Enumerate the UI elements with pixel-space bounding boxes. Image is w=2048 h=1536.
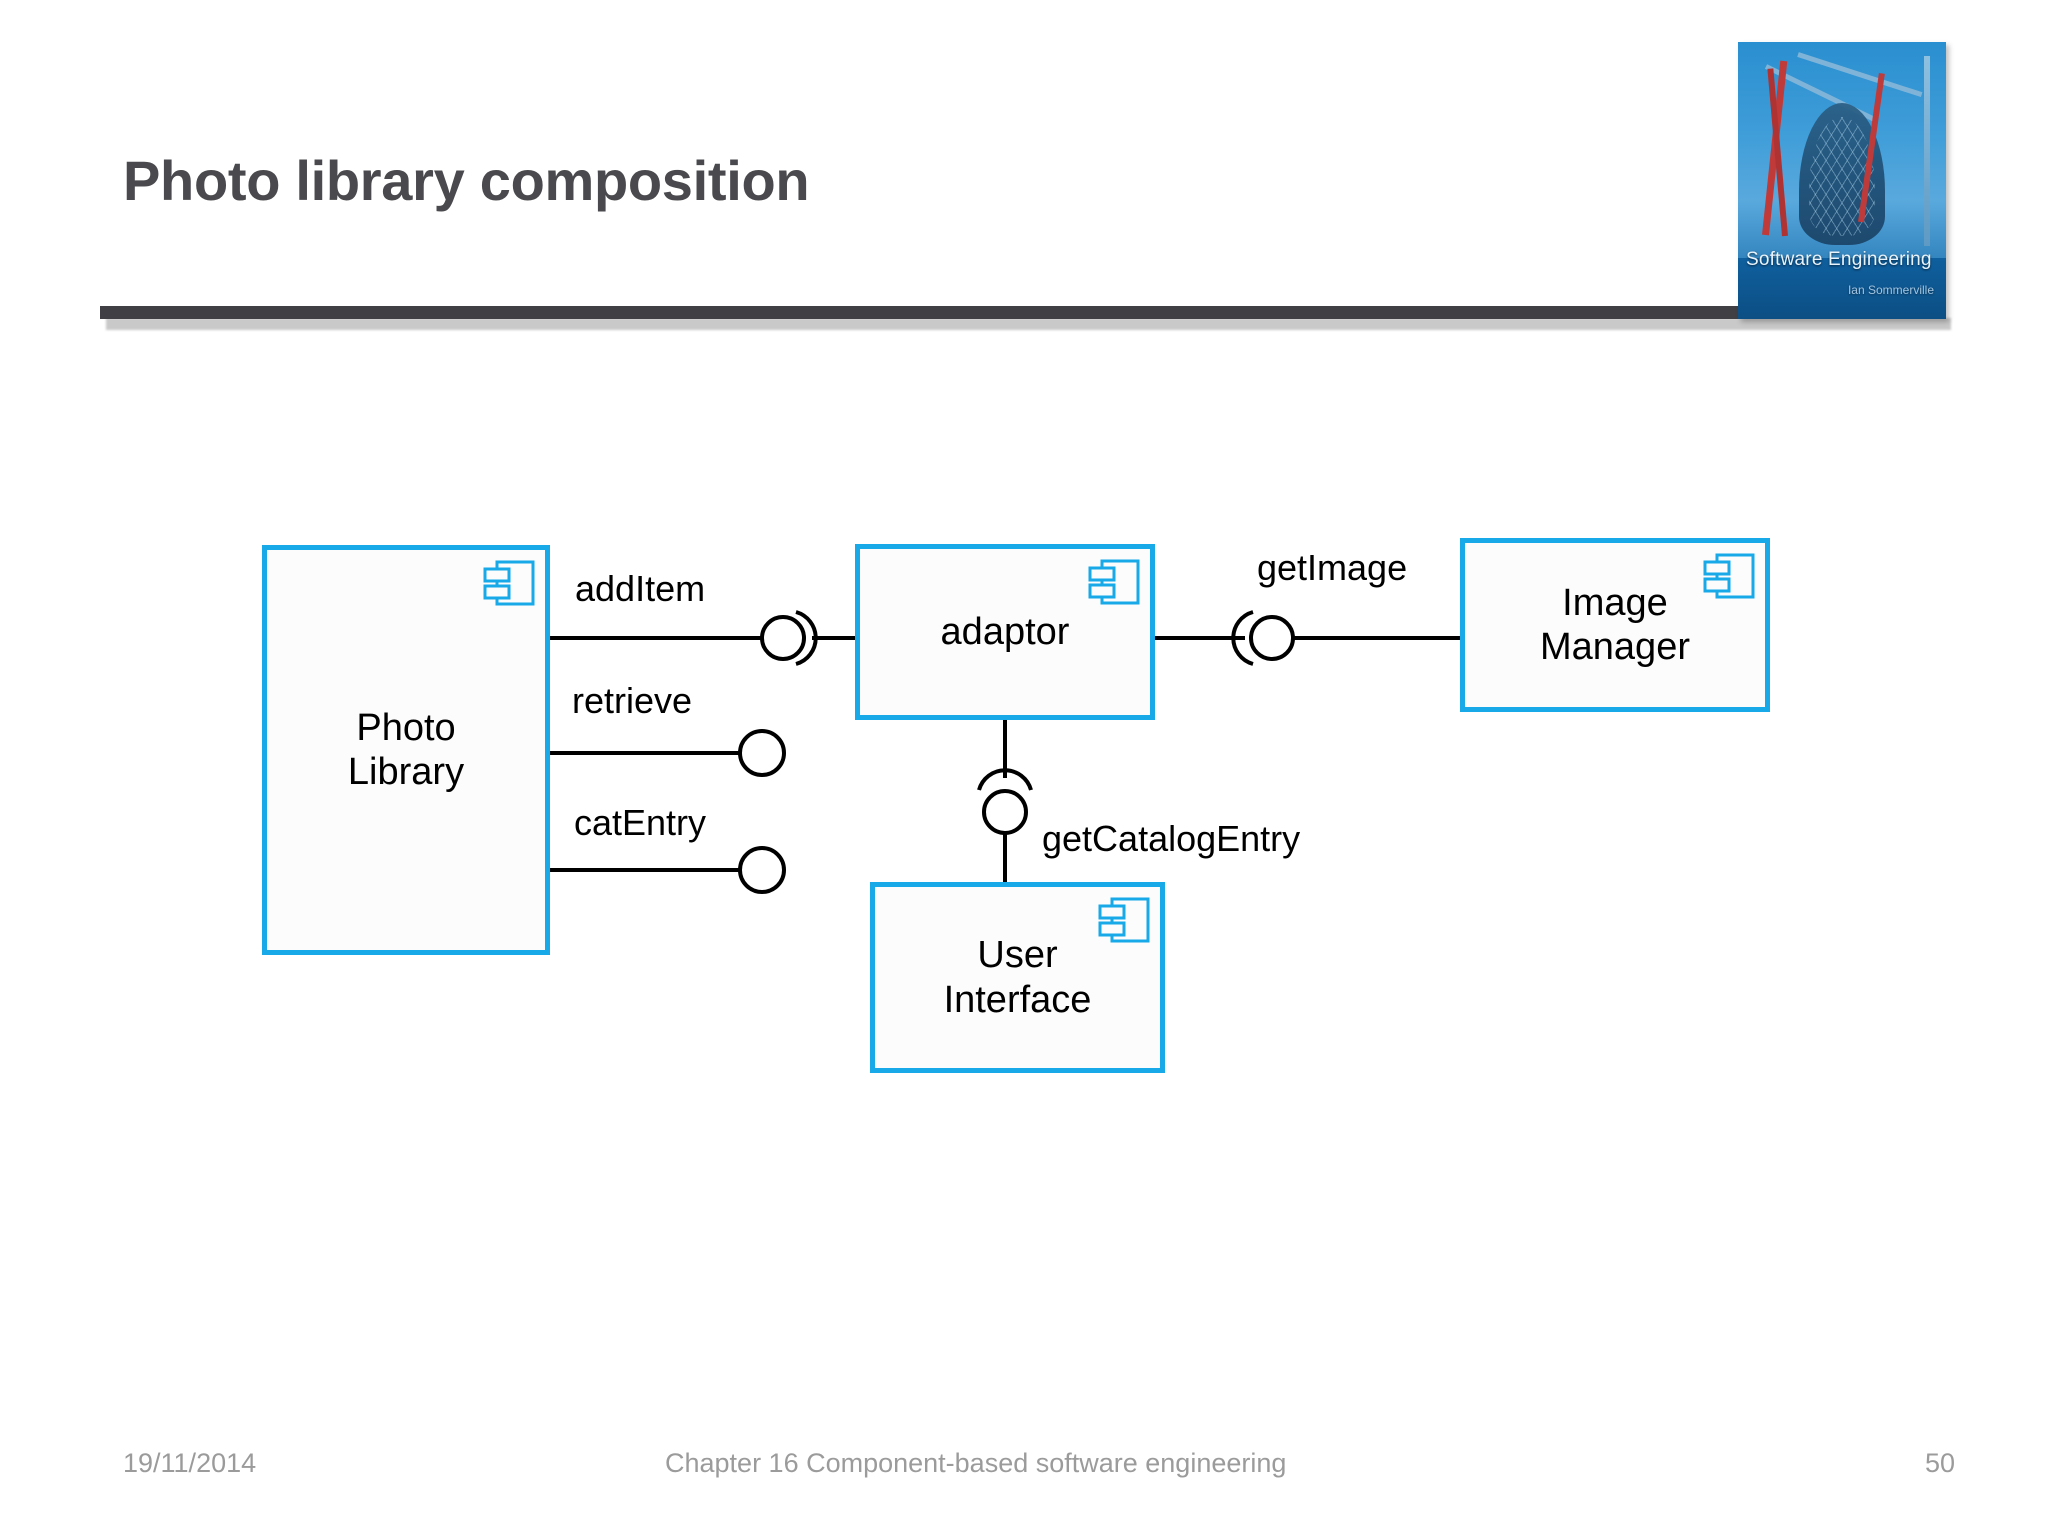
component-user-interface[interactable]: User Interface [870, 882, 1165, 1073]
cover-water [1738, 258, 1946, 319]
provided-interface-ball-retrieve [738, 729, 786, 777]
provided-interface-ball-catentry [738, 846, 786, 894]
component-label: Image Manager [1540, 581, 1690, 668]
component-label: User Interface [943, 934, 1092, 1021]
provided-interface-ball-additem [760, 615, 806, 661]
interface-label-retrieve: retrieve [572, 680, 693, 721]
footer-chapter-title: Chapter 16 Component-based software engi… [665, 1448, 1287, 1478]
component-image-manager[interactable]: Image Manager [1460, 538, 1770, 712]
component-label: adaptor [940, 610, 1070, 653]
required-interface-socket-getimage [1231, 610, 1254, 666]
title-divider-rule [100, 306, 1945, 319]
interface-label-getimage: getImage [1257, 547, 1408, 588]
uml-component-icon [1703, 553, 1755, 599]
component-adaptor[interactable]: adaptor [855, 544, 1155, 720]
book-cover-image: Software Engineering Ian Sommerville [1738, 42, 1946, 319]
interface-label-getcatalogentry: getCatalogEntry [1042, 818, 1301, 859]
footer-page-number: 50 [1924, 1448, 1955, 1478]
page-title: Photo library composition [123, 149, 810, 212]
required-interface-socket-additem [795, 610, 818, 666]
component-label: Photo Library [347, 706, 465, 793]
cover-author: Ian Sommerville [1847, 283, 1934, 297]
interface-label-catentry: catEntry [574, 802, 707, 843]
footer-date: 19/11/2014 [123, 1448, 257, 1478]
uml-component-icon [1098, 897, 1150, 943]
uml-component-icon [1088, 559, 1140, 605]
cover-mast [1924, 56, 1930, 246]
provided-interface-ball-getcatalogentry [982, 789, 1028, 835]
title-rule-shadow [106, 318, 1951, 330]
interface-label-additem: addItem [575, 568, 706, 609]
cover-title: Software Engineering [1746, 249, 1932, 270]
component-photo-library[interactable]: Photo Library [262, 545, 550, 955]
required-interface-socket-getcatalogentry [977, 768, 1033, 791]
uml-component-icon [483, 560, 535, 606]
provided-interface-ball-getimage [1249, 615, 1295, 661]
